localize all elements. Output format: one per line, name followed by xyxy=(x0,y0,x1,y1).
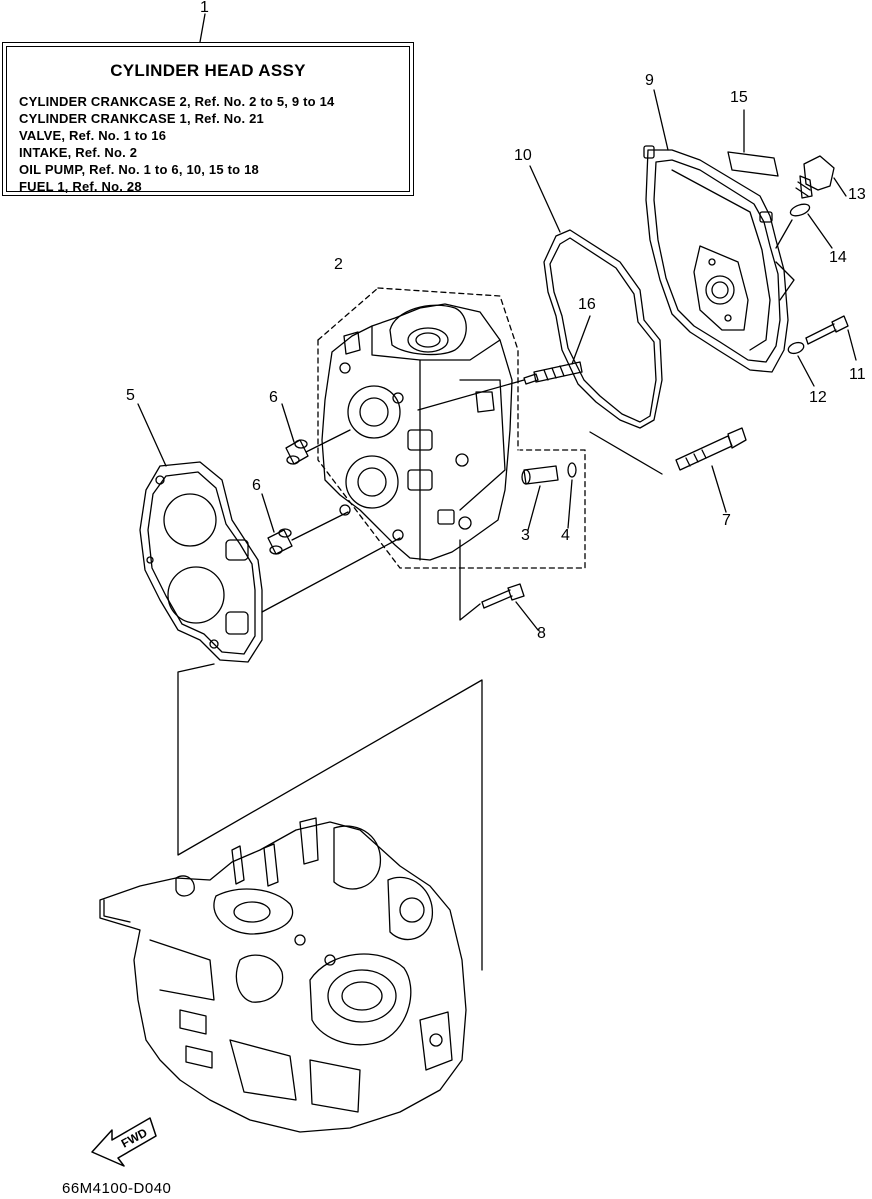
grommet-part xyxy=(567,462,577,478)
title-box-inner: CYLINDER HEAD ASSY CYLINDER CRANKCASE 2,… xyxy=(6,46,410,195)
drawing-code: 66M4100-D040 xyxy=(62,1180,172,1197)
leader-gasket-to-block xyxy=(177,663,483,971)
leader-10 xyxy=(529,165,561,233)
callout-11: 11 xyxy=(849,366,866,383)
leader-gasket-7 xyxy=(589,431,663,475)
plug-to-head xyxy=(417,379,525,411)
dowel-lower-to-head xyxy=(291,511,349,541)
leader-9 xyxy=(653,89,669,151)
reference-line: VALVE, Ref. No. 1 to 16 xyxy=(19,128,167,143)
long-bolt-part xyxy=(675,427,747,471)
callout-3: 3 xyxy=(521,527,530,544)
callout-2: 2 xyxy=(334,256,343,273)
leader-16 xyxy=(571,315,591,365)
o-ring-part xyxy=(789,203,811,217)
leader-13 xyxy=(833,177,847,197)
callout-6-upper: 6 xyxy=(269,389,278,406)
leader-14 xyxy=(807,213,833,249)
callout-7: 7 xyxy=(722,512,731,529)
washer-part xyxy=(787,341,805,355)
dowel-pin-lower xyxy=(267,528,293,555)
cylinder-head-part xyxy=(317,287,586,569)
callout-8: 8 xyxy=(537,625,546,642)
label-part xyxy=(727,151,779,177)
leader-8 xyxy=(515,601,539,631)
assembly-title: CYLINDER HEAD ASSY xyxy=(110,61,306,80)
reference-line: CYLINDER CRANKCASE 2, Ref. No. 2 to 5, 9… xyxy=(19,94,335,109)
callout-16: 16 xyxy=(578,296,596,313)
callout-12: 12 xyxy=(809,389,827,406)
callout-5: 5 xyxy=(126,387,135,404)
callout-1: 1 xyxy=(200,0,209,16)
callout-4: 4 xyxy=(561,527,570,544)
cylinder-block-part xyxy=(99,817,467,1133)
callout-6-lower: 6 xyxy=(252,477,261,494)
bolt-8-axis xyxy=(459,539,481,621)
fwd-arrow-icon: FWD xyxy=(91,1117,157,1167)
cover-gasket-part xyxy=(543,229,663,429)
head-gasket-part xyxy=(139,461,263,663)
short-bolt-part xyxy=(481,583,525,609)
leader-12 xyxy=(797,355,815,387)
plug-part xyxy=(523,361,583,385)
reference-line: FUEL 1, Ref. No. 28 xyxy=(19,179,142,194)
dowel-pin-upper xyxy=(285,439,309,465)
leader-gasket-to-head xyxy=(261,537,401,613)
oil-cap-part xyxy=(795,155,835,199)
leader-6-lower xyxy=(261,493,275,533)
leader-4 xyxy=(567,479,573,529)
leader-3 xyxy=(527,485,541,531)
reference-line: CYLINDER CRANKCASE 1, Ref. No. 21 xyxy=(19,111,264,126)
valve-cover-part xyxy=(643,145,789,373)
callout-9: 9 xyxy=(645,72,654,89)
fwd-label: FWD xyxy=(119,1125,150,1150)
leader-5 xyxy=(137,403,167,467)
leader-cover-cap xyxy=(775,219,793,249)
leader-11 xyxy=(847,329,857,361)
leader-6-upper xyxy=(281,403,295,443)
leader-cover-detail xyxy=(775,261,795,301)
reference-line: OIL PUMP, Ref. No. 1 to 6, 10, 15 to 18 xyxy=(19,162,259,177)
callout-14: 14 xyxy=(829,249,847,266)
anode-part xyxy=(521,465,559,485)
reference-line: INTAKE, Ref. No. 2 xyxy=(19,145,138,160)
callout-15: 15 xyxy=(730,89,748,106)
dowel-upper-to-head xyxy=(305,429,351,453)
leader-7 xyxy=(711,465,727,513)
callout-10: 10 xyxy=(514,147,532,164)
cover-bolt-part xyxy=(805,315,849,345)
reference-list: CYLINDER CRANKCASE 2, Ref. No. 2 to 5, 9… xyxy=(19,93,334,195)
title-box: CYLINDER HEAD ASSY CYLINDER CRANKCASE 2,… xyxy=(2,42,414,196)
leader-1 xyxy=(199,13,206,43)
callout-13: 13 xyxy=(848,186,866,203)
